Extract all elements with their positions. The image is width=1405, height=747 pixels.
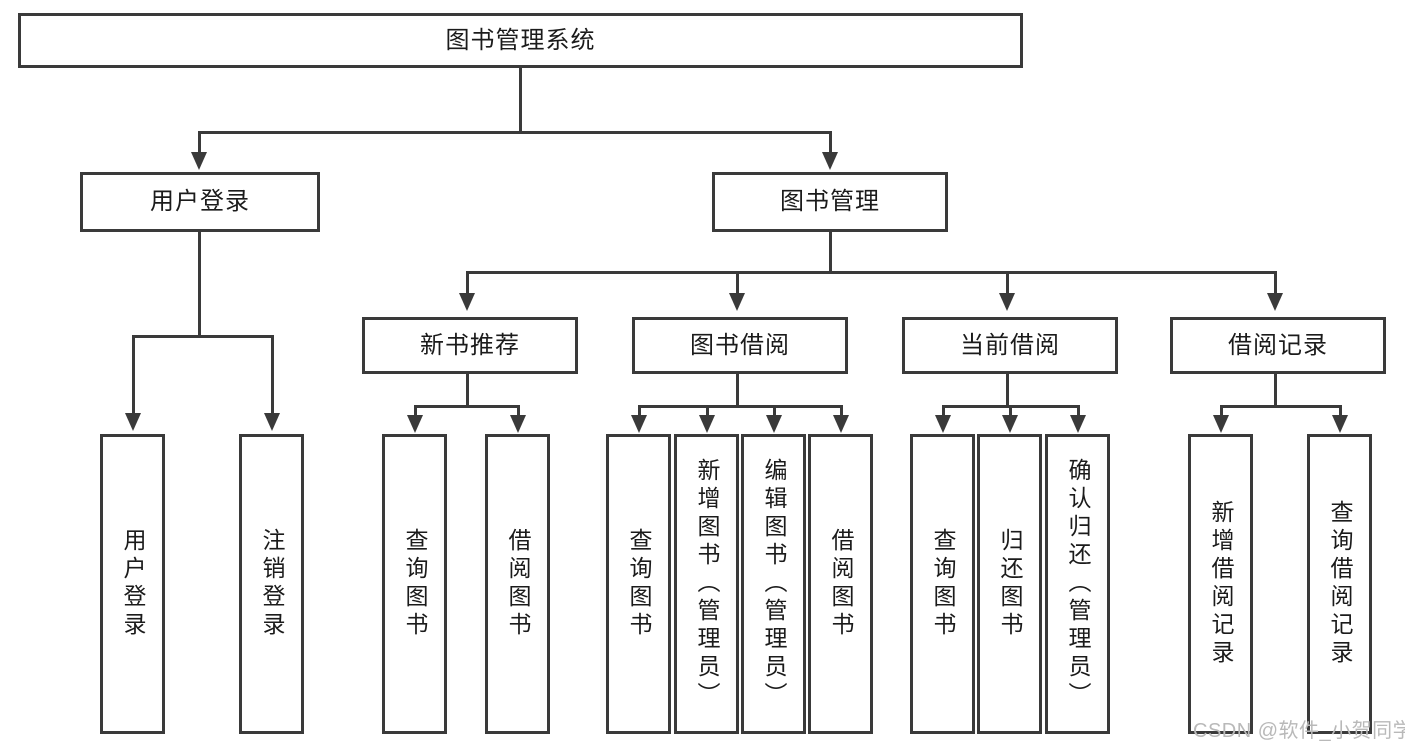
node-leaf-logout-login[interactable]: 注销登录	[239, 434, 304, 734]
connector-book-borrow-leaf-2	[706, 405, 709, 420]
node-label: 图书借阅	[690, 331, 790, 359]
arrow-book-borrow-leaf-2	[699, 415, 715, 433]
arrow-bm-to-current-borrow	[999, 293, 1015, 311]
connector-new-book-bus	[414, 405, 520, 408]
connector-borrow-record-leaf-1	[1220, 405, 1223, 420]
connector-root-to-user-login	[198, 131, 201, 156]
node-label: 新增借阅记录	[1208, 500, 1234, 668]
node-current-borrow[interactable]: 当前借阅	[902, 317, 1118, 374]
node-label: 查询图书	[930, 528, 956, 640]
connector-borrow-record-bus	[1220, 405, 1342, 408]
arrow-book-borrow-leaf-4	[833, 415, 849, 433]
node-label: 注销登录	[259, 528, 285, 640]
connector-new-book-stem	[466, 374, 469, 405]
connector-bm-to-new-book	[466, 271, 469, 297]
node-leaf-borrow-book-1[interactable]: 借阅图书	[485, 434, 550, 734]
node-label: 借阅图书	[505, 528, 531, 640]
connector-book-borrow-stem	[736, 374, 739, 405]
node-label: 当前借阅	[960, 331, 1060, 359]
connector-user-login-bus	[132, 335, 274, 338]
node-book-management-system[interactable]: 图书管理系统	[18, 13, 1023, 68]
node-label: 查询图书	[402, 528, 428, 640]
connector-book-borrow-leaf-4	[840, 405, 843, 420]
connector-book-management-bus	[466, 271, 1277, 274]
node-label: 确认归还（管理员）	[1065, 458, 1091, 710]
arrow-book-borrow-leaf-3	[766, 415, 782, 433]
connector-book-management-stem	[829, 232, 832, 271]
node-leaf-add-borrow-record[interactable]: 新增借阅记录	[1188, 434, 1253, 734]
node-book-borrow[interactable]: 图书借阅	[632, 317, 848, 374]
connector-borrow-record-leaf-2	[1339, 405, 1342, 420]
node-label: 归还图书	[997, 528, 1023, 640]
node-user-login[interactable]: 用户登录	[80, 172, 320, 232]
connector-bm-to-borrow-record	[1274, 271, 1277, 297]
node-leaf-user-login[interactable]: 用户登录	[100, 434, 165, 734]
node-leaf-query-book-3[interactable]: 查询图书	[910, 434, 975, 734]
connector-book-borrow-leaf-1	[638, 405, 641, 420]
node-leaf-query-borrow-record[interactable]: 查询借阅记录	[1307, 434, 1372, 734]
node-label: 查询图书	[626, 528, 652, 640]
node-leaf-edit-book[interactable]: 编辑图书（管理员）	[741, 434, 806, 734]
connector-current-borrow-leaf-3	[1077, 405, 1080, 420]
connector-root-to-book-management	[829, 131, 832, 156]
node-label: 用户登录	[150, 188, 250, 215]
arrow-bm-to-borrow-record	[1267, 293, 1283, 311]
connector-borrow-record-stem	[1274, 374, 1277, 405]
arrow-new-book-leaf-1	[407, 415, 423, 433]
arrow-current-borrow-leaf-2	[1002, 415, 1018, 433]
node-leaf-add-book[interactable]: 新增图书（管理员）	[674, 434, 739, 734]
node-label: 图书管理	[780, 188, 880, 215]
connector-user-login-leaf-1	[132, 335, 135, 417]
node-label: 编辑图书（管理员）	[761, 458, 787, 710]
connector-user-login-stem	[198, 232, 201, 335]
node-leaf-return-book[interactable]: 归还图书	[977, 434, 1042, 734]
arrow-borrow-record-leaf-1	[1213, 415, 1229, 433]
node-new-book-recommend[interactable]: 新书推荐	[362, 317, 578, 374]
node-label: 图书管理系统	[445, 26, 596, 54]
arrow-user-login-leaf-1	[125, 413, 141, 431]
arrow-root-to-book-management	[822, 152, 838, 170]
connector-current-borrow-leaf-1	[942, 405, 945, 420]
connector-current-borrow-leaf-2	[1009, 405, 1012, 420]
node-label: 查询借阅记录	[1327, 500, 1353, 668]
connector-bm-to-current-borrow	[1006, 271, 1009, 297]
arrow-current-borrow-leaf-1	[935, 415, 951, 433]
connector-book-borrow-bus	[638, 405, 842, 408]
arrow-user-login-leaf-2	[264, 413, 280, 431]
arrow-root-to-user-login	[191, 152, 207, 170]
csdn-watermark: CSDN @软件_小贺同学	[1193, 720, 1405, 742]
node-leaf-confirm-return[interactable]: 确认归还（管理员）	[1045, 434, 1110, 734]
connector-new-book-leaf-1	[414, 405, 417, 420]
connector-current-borrow-stem	[1006, 374, 1009, 405]
connector-bm-to-book-borrow	[736, 271, 739, 297]
node-borrow-record[interactable]: 借阅记录	[1170, 317, 1386, 374]
arrow-bm-to-new-book	[459, 293, 475, 311]
arrow-book-borrow-leaf-1	[631, 415, 647, 433]
node-label: 新增图书（管理员）	[694, 458, 720, 710]
node-leaf-query-book-1[interactable]: 查询图书	[382, 434, 447, 734]
node-label: 借阅图书	[828, 528, 854, 640]
arrow-borrow-record-leaf-2	[1332, 415, 1348, 433]
connector-new-book-leaf-2	[517, 405, 520, 420]
connector-user-login-leaf-2	[271, 335, 274, 417]
connector-book-borrow-leaf-3	[773, 405, 776, 420]
arrow-new-book-leaf-2	[510, 415, 526, 433]
node-label: 新书推荐	[420, 331, 520, 359]
node-leaf-query-book-2[interactable]: 查询图书	[606, 434, 671, 734]
connector-root-bus	[198, 131, 832, 134]
arrow-current-borrow-leaf-3	[1070, 415, 1086, 433]
node-label: 借阅记录	[1228, 331, 1328, 359]
connector-root-stem	[519, 68, 522, 131]
node-leaf-borrow-book-2[interactable]: 借阅图书	[808, 434, 873, 734]
arrow-bm-to-book-borrow	[729, 293, 745, 311]
node-label: 用户登录	[120, 528, 146, 640]
node-book-management[interactable]: 图书管理	[712, 172, 948, 232]
